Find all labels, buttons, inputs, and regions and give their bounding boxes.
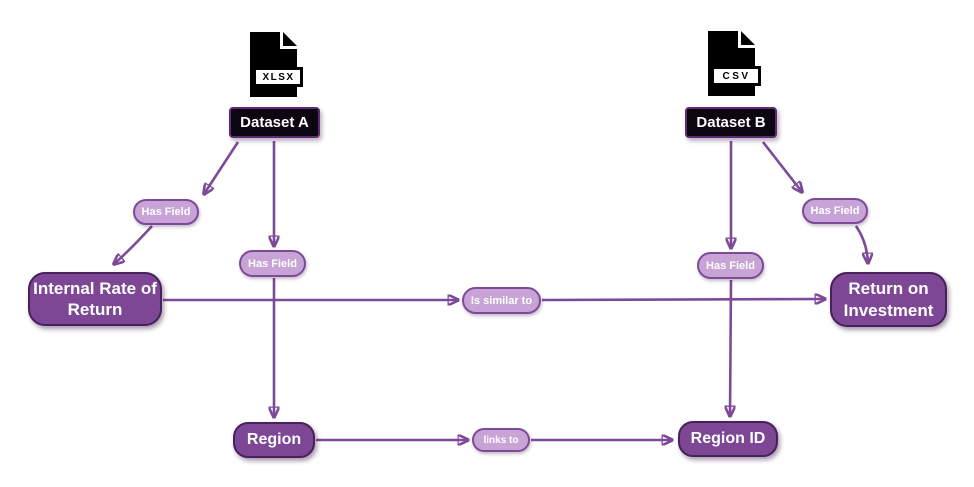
node-internal-rate-of-return[interactable]: Internal Rate of Return [28,272,162,326]
edge-dataset-b-roi-seg1 [761,141,802,192]
edge-label-has-field-a-region[interactable]: Has Field [239,250,306,277]
file-type-badge-xlsx: XLSX [253,67,303,87]
file-shape [250,32,297,97]
node-region-id[interactable]: Region ID [678,421,778,457]
edge-dataset-b-regionid-seg2 [730,279,731,416]
edge-irr-roi-seg2 [541,299,825,300]
edge-label-is-similar-to[interactable]: Is similar to [462,287,541,314]
edge-label-has-field-b-regionid[interactable]: Has Field [697,252,764,279]
file-shape [708,31,755,96]
edge-dataset-b-roi-seg2 [854,225,868,263]
edge-label-links-to[interactable]: links to [472,428,530,452]
edge-label-has-field-b-roi[interactable]: Has Field [802,198,868,224]
edge-dataset-a-irr-seg2 [114,225,153,264]
edge-label-has-field-a-irr[interactable]: Has Field [133,199,199,225]
csv-file-icon: CSV [707,30,765,97]
xlsx-file-icon: XLSX [249,31,307,98]
node-region[interactable]: Region [233,422,315,458]
node-dataset-b[interactable]: Dataset B [685,107,777,138]
file-type-badge-csv: CSV [711,66,761,86]
node-return-on-investment[interactable]: Return on Investment [830,272,947,327]
edge-dataset-a-irr-seg1 [204,141,240,194]
node-dataset-a[interactable]: Dataset A [229,107,320,138]
